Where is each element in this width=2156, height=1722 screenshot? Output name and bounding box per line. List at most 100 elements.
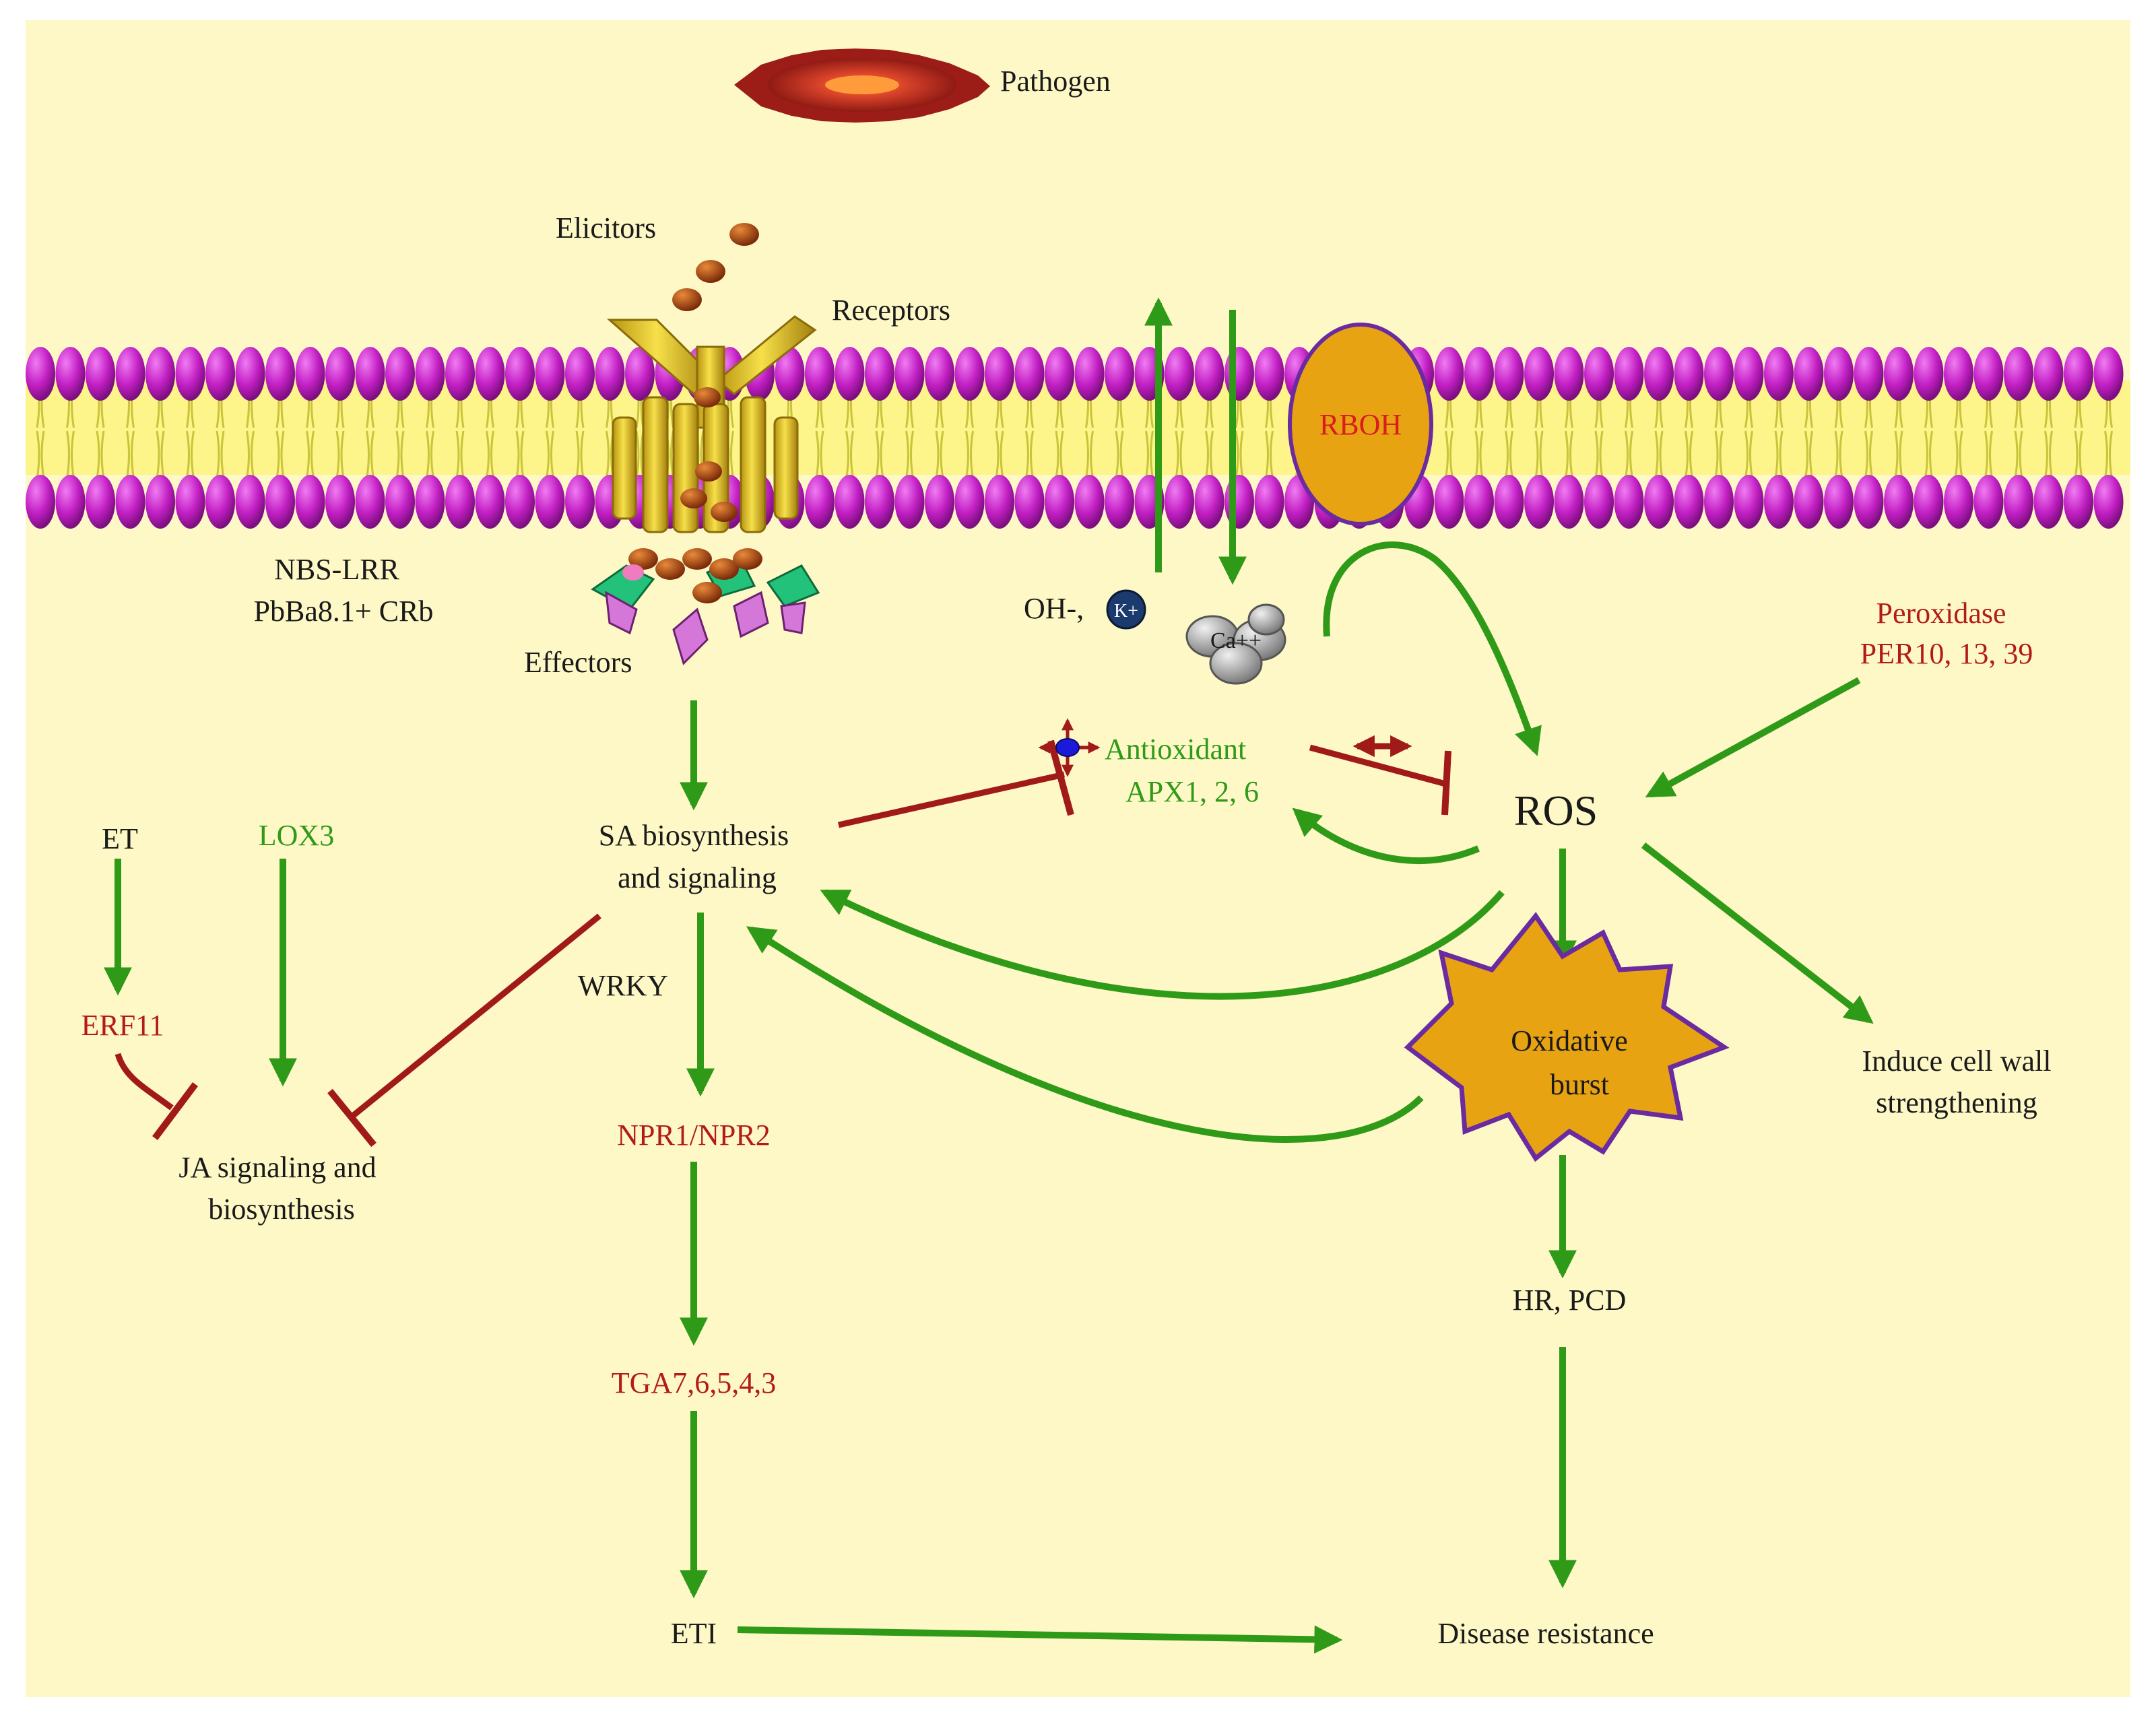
lipid-head [1224, 475, 1254, 529]
lipid-tail [1714, 430, 1724, 479]
green-arrows [104, 541, 1874, 1654]
lipid-head [1614, 347, 1644, 401]
diagram-background [26, 20, 2130, 1697]
ros-label: ROS [1514, 787, 1598, 834]
lipid-head [205, 475, 235, 529]
lipid-tail [1804, 430, 1813, 479]
lipid-head [925, 475, 954, 529]
lipid-head [325, 475, 355, 529]
lipid-head [2033, 347, 2064, 401]
lipid-head [1854, 475, 1884, 529]
lipid-tail [2044, 430, 2053, 479]
lipid-head [1014, 347, 1045, 401]
lipid-head [295, 475, 325, 529]
lipid-head [565, 475, 595, 529]
effectors-label: Effectors [524, 646, 632, 679]
lipid-head [1494, 347, 1524, 401]
lipid-head [325, 347, 355, 401]
lipid-tail [1474, 430, 1484, 479]
lipid-head [1105, 347, 1134, 401]
lipid-tail [1654, 430, 1664, 479]
lipid-tail [1055, 430, 1064, 479]
lipid-head [265, 347, 295, 401]
lipid-head [1764, 347, 1794, 401]
lipid-head [475, 475, 505, 529]
lipid-head [1584, 475, 1614, 529]
lipid-head [2064, 347, 2093, 401]
receptors-label: Receptors [832, 294, 950, 327]
lipid-head [954, 475, 985, 529]
per-label: PER10, 13, 39 [1860, 637, 2033, 670]
elicitors-label: Elicitors [556, 211, 656, 244]
lipid-head [1734, 475, 1764, 529]
lipid-head [115, 475, 145, 529]
lipid-head [1254, 475, 1284, 529]
lipid-tail [1534, 430, 1544, 479]
lipid-head [1794, 475, 1824, 529]
sa-label-line2: and signaling [618, 861, 777, 894]
elicitor-molecules [672, 223, 759, 311]
lipid-head [1524, 347, 1554, 401]
lipid-tail [1025, 430, 1034, 479]
oxidative-label-line2: burst [1550, 1068, 1609, 1101]
ja-label-line2: biosynthesis [208, 1193, 355, 1226]
lipid-head [1074, 475, 1105, 529]
lipid-head [805, 347, 835, 401]
lipid-tail [126, 430, 135, 479]
lipid-head [1074, 347, 1105, 401]
lipid-head [1944, 475, 1973, 529]
lipid-tail [216, 430, 225, 479]
lipid-head [175, 347, 205, 401]
lipid-head [385, 347, 415, 401]
lipid-head [445, 475, 475, 529]
calcium-ion: Ca++ [1185, 603, 1286, 685]
antioxidant-icon [1038, 718, 1101, 777]
lipid-tail [905, 430, 914, 479]
lipid-head [775, 347, 805, 401]
lipid-head [1734, 347, 1764, 401]
lipid-head [2033, 475, 2064, 529]
potassium-ion: K+ [1106, 589, 1146, 630]
lipid-head [1554, 347, 1584, 401]
wrky-label: WRKY [578, 969, 668, 1002]
lipid-tail [1834, 430, 1843, 479]
lipid-tail [995, 430, 1004, 479]
lipid-head [115, 347, 145, 401]
lipid-tail [2104, 430, 2113, 479]
hr-pcd-label: HR, PCD [1513, 1284, 1627, 1317]
lox3-label: LOX3 [259, 819, 334, 852]
lipid-head [2064, 475, 2093, 529]
lipid-head [445, 347, 475, 401]
pathogen-label: Pathogen [1000, 65, 1111, 98]
lipid-head [1194, 347, 1224, 401]
antioxidant-inhibits-ros [1309, 744, 1449, 788]
elicitor-molecule [672, 288, 702, 311]
burst-to-sa-arrow [746, 926, 1424, 1143]
ros-to-antioxidant-arrow [1292, 807, 1480, 864]
erf11-label: ERF11 [81, 1009, 164, 1042]
lipid-tail [1924, 430, 1933, 479]
lipid-head [1194, 475, 1224, 529]
lipid-head [26, 347, 55, 401]
oh-label: OH-, [1024, 592, 1084, 625]
lipid-tail [935, 430, 944, 479]
oxidative-burst-shape [1404, 912, 1730, 1162]
lipid-tail [2014, 430, 2023, 479]
lipid-tail [1145, 430, 1154, 479]
lipid-tail [156, 430, 165, 479]
effector-cluster [591, 548, 820, 665]
lipid-head [835, 475, 865, 529]
lipid-tail [2074, 430, 2083, 479]
lipid-head [175, 475, 205, 529]
peroxidase-to-ros-arrow [1645, 677, 1861, 798]
lipid-head [1494, 475, 1524, 529]
lipid-head [1614, 475, 1644, 529]
lipid-head [565, 347, 595, 401]
lipid-tail [275, 430, 285, 479]
rboh-to-ros-arrow [1323, 541, 1542, 756]
lipid-head [385, 475, 415, 529]
lipid-tail [1954, 430, 1963, 479]
elicitor-molecule [729, 223, 759, 246]
lipid-head [1824, 475, 1854, 529]
